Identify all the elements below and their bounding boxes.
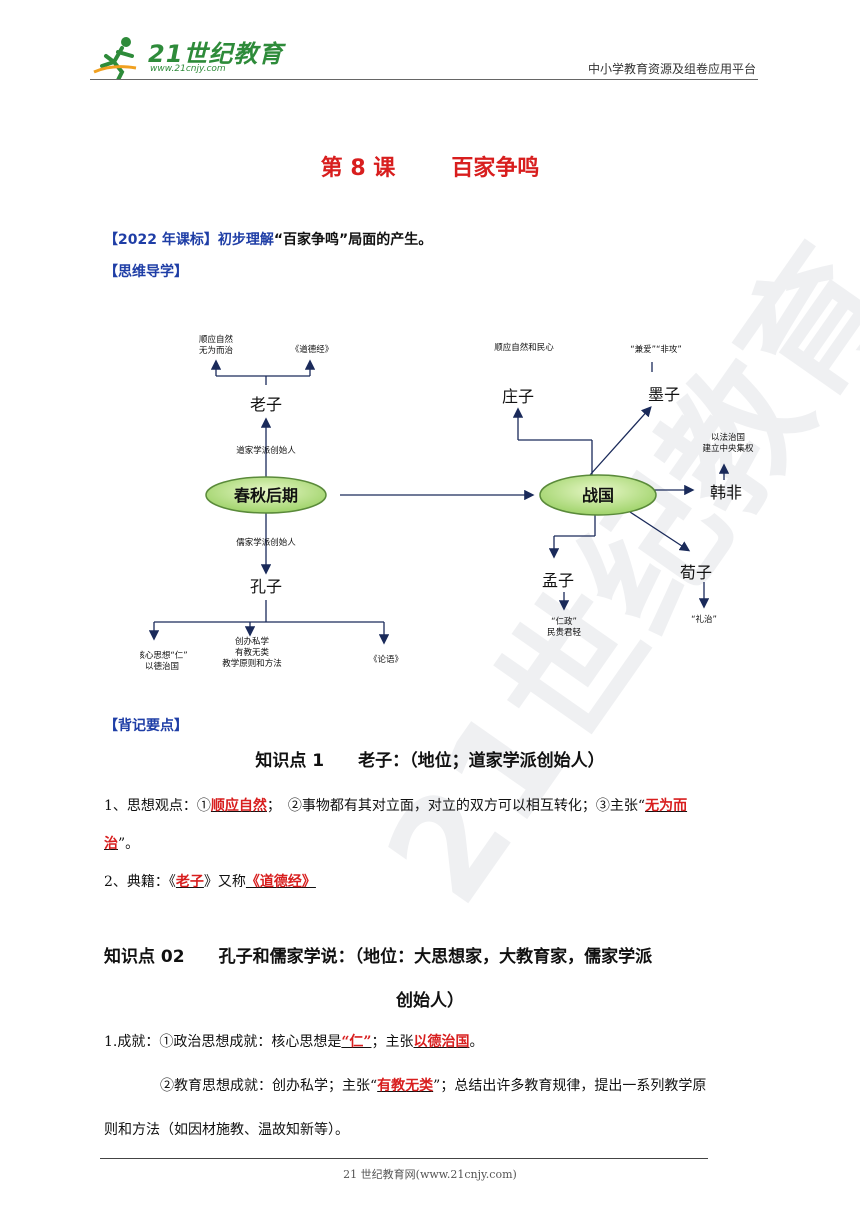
confucius-book: 《论语》: [369, 654, 403, 665]
xunzi-idea: “礼治”: [691, 614, 717, 625]
runner-logo-icon: [93, 37, 137, 82]
logo-url: www.21cnjy.com: [150, 64, 226, 74]
kp1-line-2: 治”。: [104, 834, 139, 854]
footer-text: 21 世纪教育网(www.21cnjy.com): [343, 1168, 517, 1181]
confucius-education-line: 创办私学: [235, 636, 270, 647]
confucius-edge-label: 儒家学派创始人: [236, 537, 296, 548]
lesson-name: 百家争鸣: [451, 156, 540, 181]
hanfei-idea-line: 建立中央集权: [702, 443, 754, 454]
standard-tag: 【2022 年课标】: [104, 232, 218, 248]
answer-shunying-ziran: 顺应自然: [210, 798, 267, 814]
zhuangzi-idea: 顺应自然和民心: [494, 342, 554, 353]
kp2-line-2: ②教育思想成就：创办私学；主张“有教无类”；总结出许多教育规律，提出一系列教学原: [160, 1076, 706, 1096]
confucius-node: 孔子: [250, 577, 282, 596]
answer-yide-zhiguo: 以德治国: [413, 1034, 470, 1050]
text: ”。: [118, 836, 140, 852]
logo-text: 21世纪教育: [148, 40, 284, 68]
answer-ren: “仁”: [341, 1034, 372, 1050]
standard-lead: 初步理解: [217, 232, 274, 248]
kp1-line-1: 1、思想观点：①顺应自然； ②事物都有其对立面，对立的双方可以相互转化；③主张“…: [104, 796, 687, 816]
header-platform-text: 中小学教育资源及组卷应用平台: [587, 62, 756, 76]
laozi-idea-line: 顺应自然: [199, 334, 234, 345]
laozi-edge-label: 道家学派创始人: [236, 445, 296, 456]
text: 》又称: [203, 874, 246, 890]
logo: [92, 34, 272, 82]
text: ； ②事物都有其对立面，对立的双方可以相互转化；③主张“: [266, 798, 646, 814]
laozi-idea-line: 无为而治: [199, 345, 234, 356]
hanfei-node: 韩非: [710, 483, 742, 502]
mengzi-idea: “仁政”民贵君轻: [547, 616, 582, 638]
confucius-idea-line: 核心思想“仁”: [140, 650, 188, 661]
confucius-idea-line: 以德治国: [145, 661, 179, 672]
warring-states-oval: [539, 474, 657, 516]
xunzi-node: 荀子: [680, 563, 712, 582]
mozi-node: 墨子: [648, 385, 680, 404]
memo-tag: 【背记要点】: [104, 718, 188, 734]
confucius-education-line: 教学原则和方法: [222, 658, 282, 669]
curriculum-standard: 【2022 年课标】初步理解“百家争鸣”局面的产生。: [104, 230, 432, 250]
spring-autumn-label: 春秋后期: [233, 486, 298, 505]
answer-daodejing: 《道德经》: [245, 874, 316, 890]
zhuangzi-node: 庄子: [502, 387, 534, 406]
mindmap-tag: 【思维导学】: [104, 264, 188, 280]
kp1-line-3: 2、典籍：《老子》又称《道德经》: [104, 872, 316, 892]
kp2-line-1: 1.成就：①政治思想成就：核心思想是“仁”；主张以德治国。: [104, 1032, 483, 1052]
text: ”；总结出许多教育规律，提出一系列教学原: [433, 1078, 707, 1094]
text: 1、思想观点：①: [104, 798, 211, 814]
text: 1.成就：①政治思想成就：核心思想是: [104, 1034, 342, 1050]
mozi-idea: “兼爱”“非攻”: [630, 344, 682, 355]
kp2-line-3: 则和方法（如因材施教、温故知新等）。: [104, 1122, 349, 1138]
laozi-node: 老子: [250, 395, 282, 414]
spring-autumn-oval: [205, 476, 327, 514]
answer-wuwei-1: 无为而: [645, 798, 688, 814]
page-title: 第 8 课 百家争鸣: [0, 150, 860, 182]
answer-youjiao-wulei: 有教无类: [377, 1078, 434, 1094]
mindmap-diagram: 春秋后期 战国 老子 道家学派创始人 顺应自然无为而治 《道德经》 孔子 儒家学…: [140, 334, 754, 672]
text: 。: [469, 1034, 484, 1050]
laozi-book: 《道德经》: [291, 344, 334, 355]
confucius-education: 创办私学有教无类教学原则和方法: [222, 636, 282, 669]
warring-states-label: 战国: [582, 486, 614, 505]
mengzi-node: 孟子: [542, 571, 574, 590]
mengzi-idea-line: “仁政”: [551, 616, 577, 627]
confucius-idea: 核心思想“仁”以德治国: [140, 650, 188, 672]
text: ；主张: [371, 1034, 414, 1050]
text: 2、典籍：《: [104, 874, 176, 890]
header-divider: [90, 79, 758, 80]
lesson-number: 第 8 课: [320, 156, 396, 181]
laozi-idea: 顺应自然无为而治: [199, 334, 234, 356]
mengzi-idea-line: 民贵君轻: [547, 627, 582, 638]
answer-wuwei-2: 治: [104, 836, 118, 852]
hanfei-idea: 以法治国建立中央集权: [702, 432, 754, 454]
hanfei-idea-line: 以法治国: [711, 432, 745, 443]
confucius-education-line: 有教无类: [235, 647, 270, 658]
standard-text: “百家争鸣”局面的产生。: [273, 232, 433, 248]
text: ②教育思想成就：创办私学；主张“: [160, 1078, 378, 1094]
kp2-heading-line-1: 知识点 02 孔子和儒家学说：（地位：大思想家，大教育家，儒家学派: [104, 947, 653, 967]
answer-laozi: 老子: [175, 874, 204, 890]
kp1-heading: 知识点 1 老子：（地位；道家学派创始人）: [255, 751, 605, 771]
kp2-heading-line-2: 创始人）: [396, 991, 464, 1011]
footer-divider: [100, 1158, 708, 1159]
